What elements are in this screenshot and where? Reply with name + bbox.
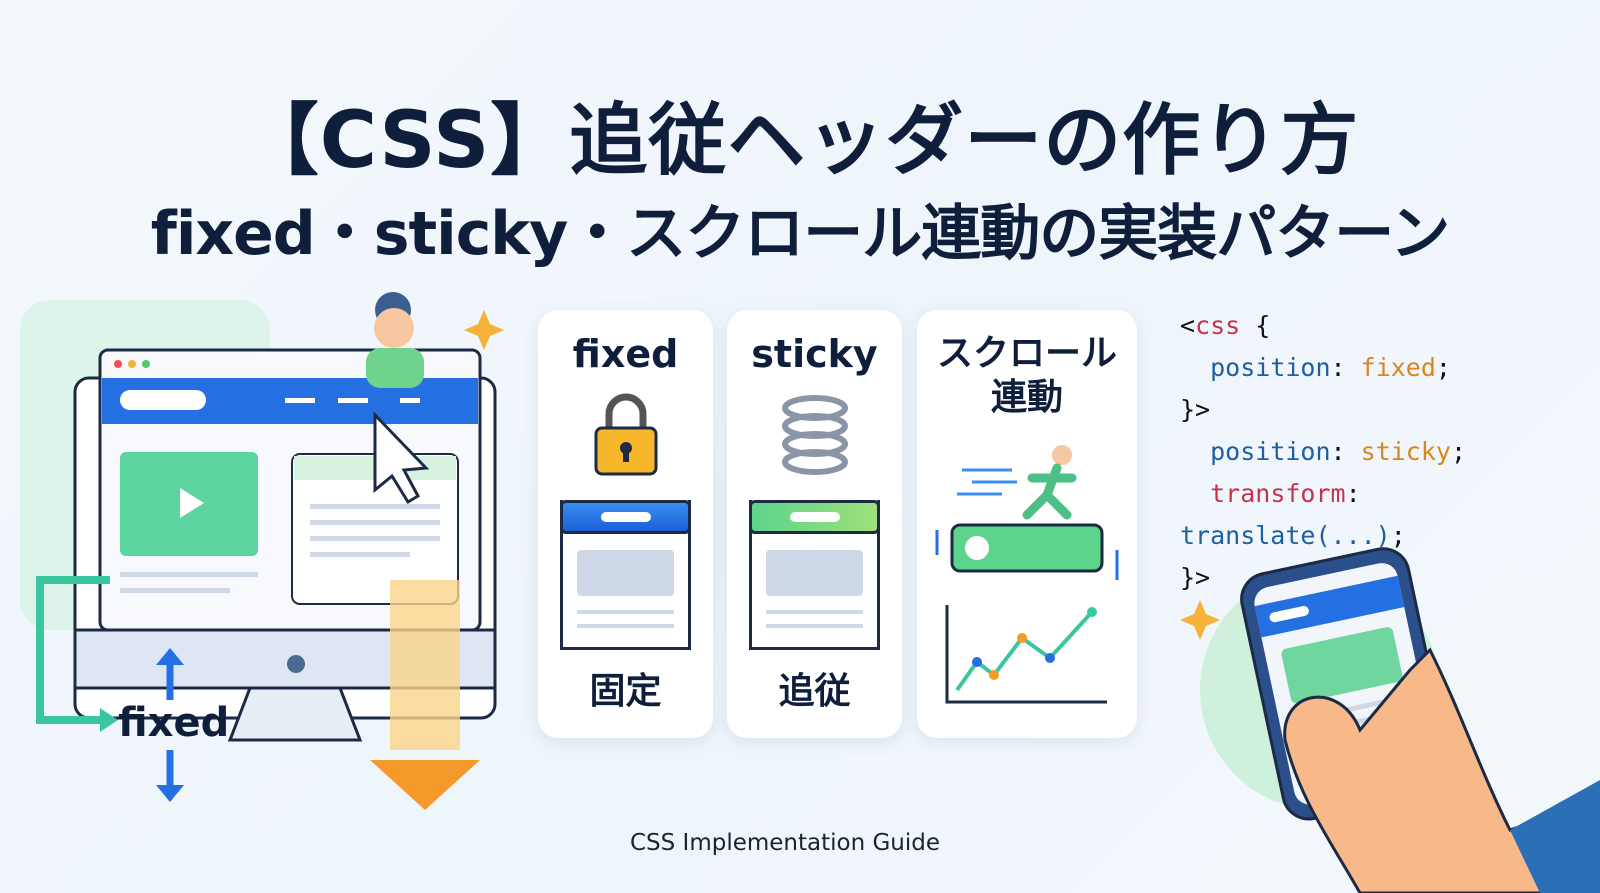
code-token: fixed bbox=[1360, 353, 1436, 382]
page-title: 【CSS】追従ヘッダーの作り方 bbox=[240, 96, 1360, 186]
code-token: ; bbox=[1435, 353, 1451, 382]
card-scroll-linked: スクロール 連動 bbox=[917, 310, 1137, 738]
footer-caption: CSS Implementation Guide bbox=[629, 830, 941, 856]
code-token: position bbox=[1210, 437, 1331, 466]
page-subtitle: fixed・sticky・スクロール連動の実装パターン bbox=[150, 199, 1451, 269]
phone-in-hand-illustration bbox=[1180, 547, 1600, 893]
code-token: : bbox=[1330, 437, 1361, 466]
code-token: < bbox=[1180, 311, 1196, 340]
sticky-header-preview bbox=[749, 500, 880, 650]
code-token: position bbox=[1210, 353, 1331, 382]
code-line: }> bbox=[1180, 395, 1211, 424]
card-label: スクロール 連動 bbox=[936, 333, 1117, 418]
running-person-icon bbox=[935, 445, 1119, 704]
code-line: }> bbox=[1180, 563, 1211, 592]
code-token: sticky bbox=[1360, 437, 1451, 466]
monitor-fixed-label: fixed bbox=[118, 700, 230, 746]
card-bottom-label: 追従 bbox=[778, 671, 851, 712]
code-token: : bbox=[1345, 479, 1361, 508]
monitor-illustration bbox=[20, 292, 504, 810]
card-label: sticky bbox=[751, 332, 878, 376]
card-label: fixed bbox=[572, 332, 679, 376]
code-token: translate(...) bbox=[1180, 521, 1391, 550]
padlock-icon bbox=[594, 393, 658, 476]
code-snippet: <css { position: fixed; }> position: sti… bbox=[1180, 305, 1600, 599]
code-token: ; bbox=[1450, 437, 1467, 466]
fixed-header-preview bbox=[560, 500, 691, 650]
card-bottom-label: 固定 bbox=[589, 671, 662, 712]
code-token: transform bbox=[1210, 479, 1346, 508]
code-token: : bbox=[1330, 353, 1361, 382]
spring-icon bbox=[782, 395, 848, 475]
card-fixed: fixed 固定 bbox=[538, 310, 713, 738]
code-token: css bbox=[1195, 311, 1241, 340]
card-sticky: sticky 追従 bbox=[727, 310, 902, 738]
code-token: ; bbox=[1390, 521, 1406, 550]
